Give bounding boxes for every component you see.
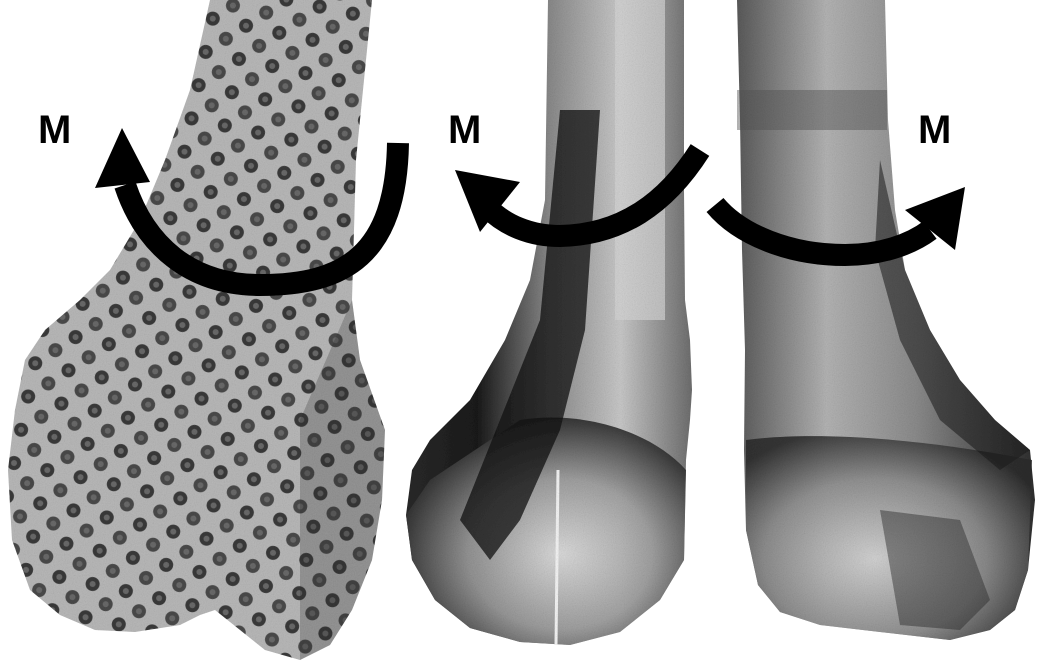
label-m-right: M <box>918 108 951 152</box>
label-m-middle: M <box>448 108 481 152</box>
label-m-left: M <box>38 108 71 152</box>
middle-bone <box>406 0 692 645</box>
right-bone <box>737 0 1035 640</box>
left-bone <box>8 0 385 660</box>
